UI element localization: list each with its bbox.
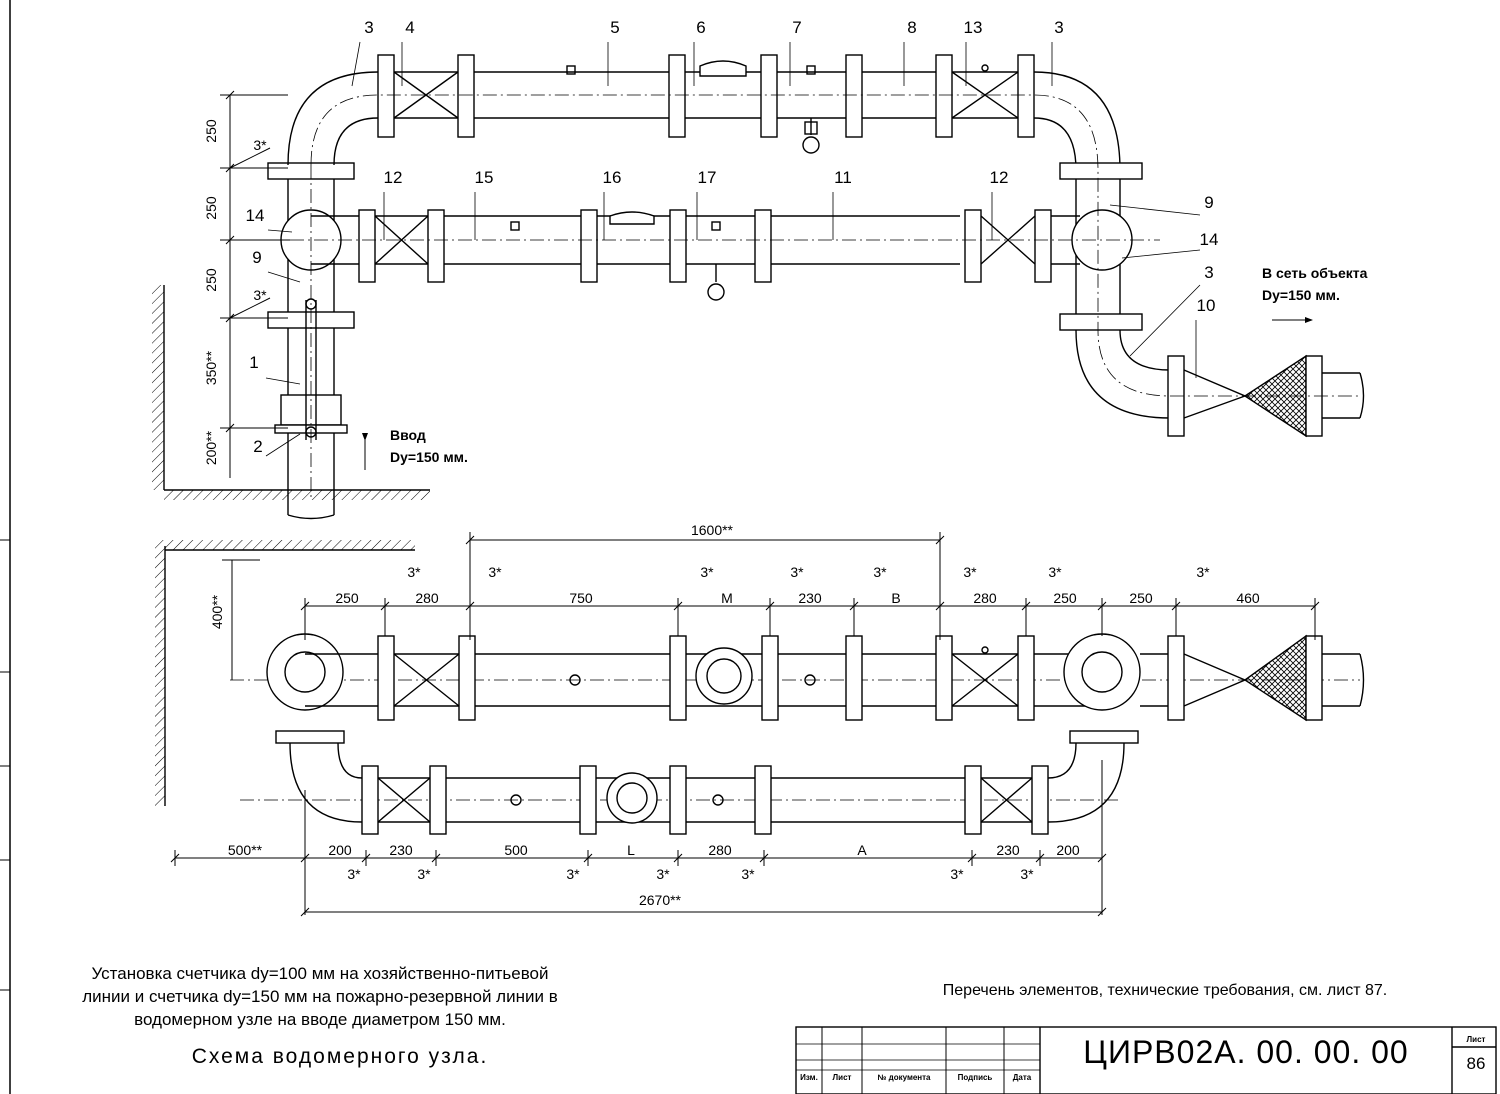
reference-note: Перечень элементов, технические требован… (942, 982, 1388, 999)
dimension-label: 250 (203, 268, 219, 292)
callout-label: 17 (698, 168, 717, 187)
callout-label: 15 (475, 168, 494, 187)
callout-label: 8 (907, 18, 916, 37)
callout-leaders (265, 41, 1201, 457)
dimension-label: 750 (569, 590, 593, 606)
dimension-label: 280 (415, 590, 439, 606)
dimension-label: 3* (1020, 866, 1034, 882)
dimension-label: 1600** (691, 522, 734, 538)
dimension-label: 3* (950, 866, 964, 882)
dimension-label: 250 (203, 196, 219, 220)
callout-label: 10 (1197, 296, 1216, 315)
dimension-label: 250 (1053, 590, 1077, 606)
dimension-label: L (627, 842, 635, 858)
dimension-label: B (891, 590, 900, 606)
dimension-label: 3* (488, 564, 502, 580)
callout-label: 4 (405, 18, 414, 37)
center-lines (230, 94, 1360, 801)
callout-label: 9 (1204, 193, 1213, 212)
dimension-label: 3* (790, 564, 804, 580)
dimension-label: 230 (389, 842, 413, 858)
dimension-label: 200 (1056, 842, 1080, 858)
title-block-column: Изм. (800, 1073, 818, 1082)
dimension-label: 200 (328, 842, 352, 858)
dimension-label: 3* (963, 564, 977, 580)
dimension-label: 3* (873, 564, 887, 580)
drawing-designation: ЦИРВ02А. 00. 00. 00 (1083, 1034, 1409, 1070)
title-block-column: Лист (833, 1073, 852, 1082)
callout-label: 12 (384, 168, 403, 187)
title-block-column: Дата (1013, 1073, 1032, 1082)
dimension-label: 3* (253, 137, 267, 153)
dimension-label: 280 (973, 590, 997, 606)
callout-label: 9 (252, 248, 261, 267)
callout-label: 13 (964, 18, 983, 37)
top-elevation-view (152, 54, 1365, 520)
description-line-1: Установка счетчика dy=100 мм на хозяйств… (91, 964, 549, 983)
dimension-label: 460 (1236, 590, 1260, 606)
dimension-label: 3* (1196, 564, 1210, 580)
inlet-size: Dy=150 мм. (390, 449, 468, 465)
callout-label: 3 (1204, 263, 1213, 282)
sheet-number: 86 (1466, 1054, 1486, 1073)
description-text: Установка счетчика dy=100 мм на хозяйств… (40, 962, 600, 1031)
dimension-label: 3* (656, 866, 670, 882)
callout-label: 3 (1054, 18, 1063, 37)
dimension-label: 3* (347, 866, 361, 882)
title-block (795, 1026, 1497, 1094)
dimension-label: 230 (996, 842, 1020, 858)
dimension-label: 3* (700, 564, 714, 580)
dimension-label: 200** (203, 430, 219, 465)
callout-label: 3 (364, 18, 373, 37)
dimension-label: 500 (504, 842, 528, 858)
callout-label: 12 (990, 168, 1009, 187)
callout-label: 11 (834, 168, 852, 187)
sheet-label: Лист (1466, 1035, 1486, 1044)
dimension-label: 250 (335, 590, 359, 606)
dimension-label: 3* (741, 866, 755, 882)
plan-dimension-chains (170, 532, 1320, 917)
dimension-label: 250 (203, 119, 219, 143)
description-line-2: линии и счетчика dy=150 мм на пожарно-ре… (82, 987, 558, 1006)
top-dimension-chain (220, 90, 1313, 478)
inlet-title: Ввод (390, 427, 426, 443)
callout-label: 14 (1200, 230, 1219, 249)
outlet-title: В сеть объекта (1262, 265, 1368, 281)
callout-label: 2 (253, 437, 262, 456)
callout-label: 7 (792, 18, 801, 37)
callout-label: 14 (246, 206, 265, 225)
dimension-label: 3* (417, 866, 431, 882)
dimension-label: 350** (203, 350, 219, 385)
dimension-label: 3* (566, 866, 580, 882)
dimension-label: 2670** (639, 892, 682, 908)
dimension-label: 3* (253, 287, 267, 303)
dimension-label: 250 (1129, 590, 1153, 606)
dimension-label: 280 (708, 842, 732, 858)
callout-label: 1 (249, 353, 258, 372)
dimension-label: 230 (798, 590, 822, 606)
dimension-label: 3* (1048, 564, 1062, 580)
dimension-label: 3* (407, 564, 421, 580)
dimension-label: 500** (228, 842, 263, 858)
title-block-column: Подпись (958, 1073, 993, 1082)
plan-view (155, 540, 1365, 835)
schema-title: Схема водомерного узла. (191, 1045, 489, 1068)
description-line-3: водомерном узле на вводе диаметром 150 м… (134, 1010, 506, 1029)
dimension-label: A (857, 842, 867, 858)
callout-label: 5 (610, 18, 619, 37)
title-block-column: № документа (877, 1073, 931, 1082)
callout-label: 16 (603, 168, 622, 187)
outlet-size: Dy=150 мм. (1262, 287, 1340, 303)
dimension-label: M (721, 590, 733, 606)
callout-label: 6 (696, 18, 705, 37)
dimension-label: 400** (209, 594, 225, 629)
